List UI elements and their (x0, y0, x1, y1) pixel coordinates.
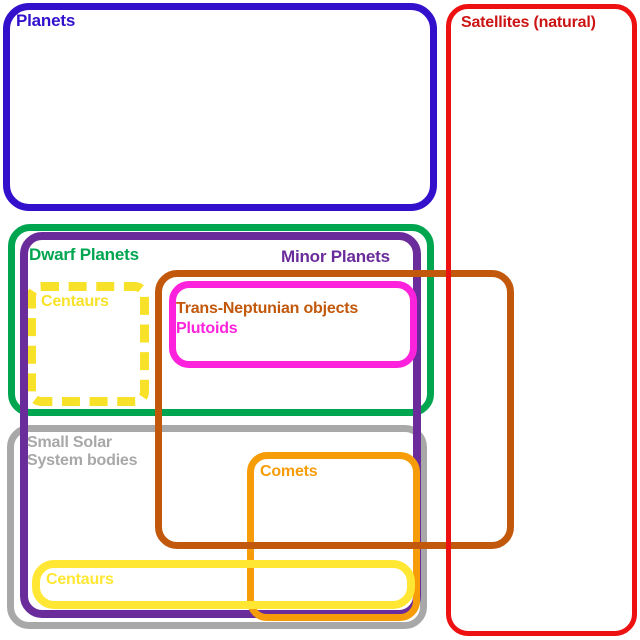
label-comets: Comets (260, 463, 318, 480)
label-planets: Planets (16, 11, 76, 30)
set-box-comets[interactable] (247, 452, 420, 621)
set-box-trans-neptunian-objects[interactable] (155, 270, 514, 549)
set-box-minor-planets[interactable] (20, 232, 421, 618)
label-satellites: Satellites (natural) (461, 14, 596, 31)
set-box-small-solar-system-bodies[interactable] (7, 425, 427, 629)
label-minor-planets: Minor Planets (281, 247, 390, 266)
set-box-centaurs-dwarf[interactable] (27, 282, 149, 406)
set-box-planets[interactable] (3, 3, 437, 211)
label-small-solar-system-bodies: Small Solar System bodies (27, 434, 138, 469)
set-box-dwarf-planets[interactable] (8, 224, 434, 416)
set-box-satellites[interactable] (446, 4, 637, 636)
label-centaurs-ssb: Centaurs (46, 571, 114, 588)
set-box-centaurs-ssb[interactable] (32, 560, 415, 609)
label-trans-neptunian-objects: Trans-Neptunian objects (176, 300, 359, 317)
set-box-plutoids[interactable] (169, 281, 417, 368)
label-dwarf-planets: Dwarf Planets (29, 245, 139, 264)
label-plutoids: Plutoids (176, 320, 238, 337)
label-centaurs-dwarf: Centaurs (41, 293, 109, 310)
